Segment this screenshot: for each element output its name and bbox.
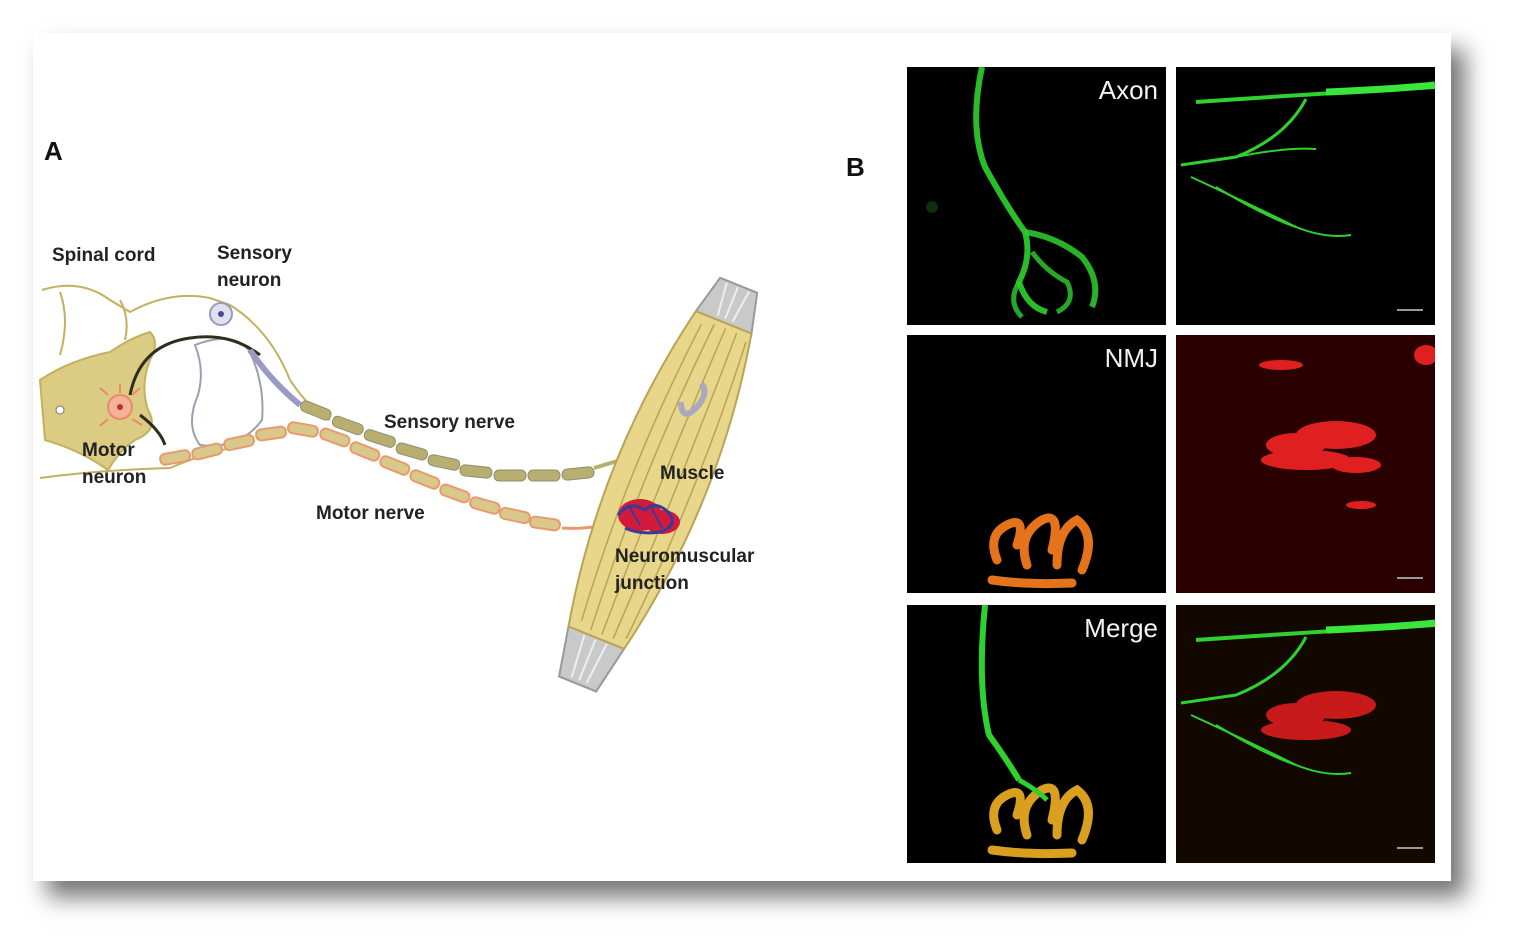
central-canal	[55, 405, 65, 415]
scale-bar	[1397, 309, 1423, 311]
scale-bar	[1397, 577, 1423, 579]
micrograph-nmj-left: NMJ	[907, 335, 1166, 593]
neuromuscular-junction	[616, 499, 680, 535]
grey-matter	[38, 330, 156, 472]
reflex-path-2	[139, 413, 167, 446]
micrograph-merge-right	[1176, 605, 1435, 863]
label-neuromuscular-junction: Neuromuscular junction	[615, 546, 755, 594]
neuron-diagram	[38, 276, 759, 693]
motor-neuron-nucleus	[117, 404, 123, 410]
micrograph-axon-right	[1176, 67, 1435, 325]
micrograph-nmj-right	[1176, 335, 1435, 593]
motor-neuron-dendrites	[99, 384, 143, 427]
reflex-path	[128, 335, 261, 396]
panel-a-letter: A	[44, 136, 63, 166]
spinal-cord-groove	[59, 291, 66, 356]
label-spinal-cord: Spinal cord	[52, 245, 156, 266]
motor-nerve	[159, 421, 613, 532]
scale-bar	[1397, 847, 1423, 849]
label-muscle: Muscle	[660, 463, 725, 484]
spinal-cord-outline	[41, 284, 231, 314]
sensory-neuron-nucleus	[218, 311, 224, 317]
row-label-nmj: NMJ	[1104, 343, 1158, 373]
label-motor-neuron: Motor neuron	[82, 440, 147, 488]
spinal-cord-groove-2	[119, 299, 128, 341]
label-sensory-neuron: Sensory neuron	[217, 243, 292, 291]
muscle	[557, 276, 759, 693]
micrograph-axon-left: Axon	[907, 67, 1166, 325]
row-label-axon: Axon	[1098, 75, 1158, 105]
panel-b-letter: B	[846, 152, 865, 182]
micrograph-merge-left: Merge	[907, 605, 1166, 863]
row-label-merge: Merge	[1084, 613, 1158, 643]
label-sensory-nerve: Sensory nerve	[384, 412, 515, 433]
label-motor-nerve: Motor nerve	[316, 503, 425, 524]
